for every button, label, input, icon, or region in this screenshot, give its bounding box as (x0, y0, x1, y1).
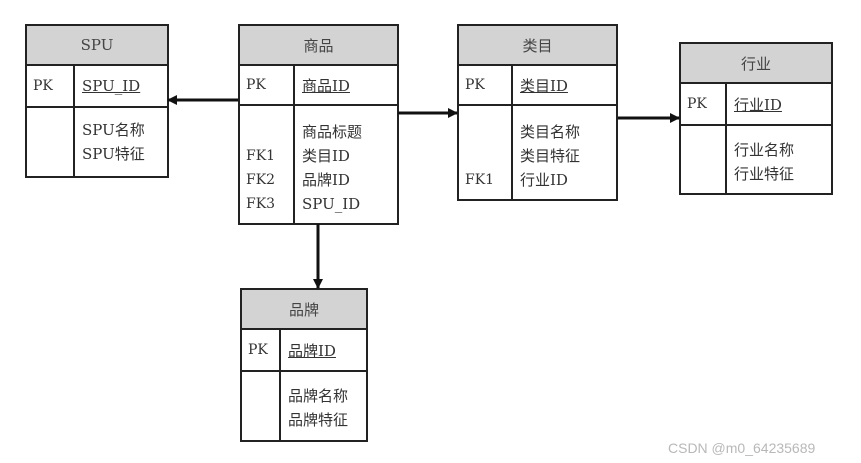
attribute-field: SPU_ID (302, 195, 361, 213)
pk-field-name: SPU_ID (82, 77, 141, 95)
entity-title: SPU (27, 26, 167, 66)
pk-field-name: 品牌ID (288, 341, 336, 360)
pk-field-name: 行业ID (734, 95, 782, 114)
field-column: 品牌名称品牌特征 (281, 372, 348, 440)
foreign-key-label: FK1 (465, 172, 495, 188)
primary-key-row: PK 行业ID (681, 84, 831, 126)
pk-field: SPU_ID (75, 66, 140, 106)
pk-field-name: 商品ID (302, 76, 350, 95)
attribute-field: 品牌ID (302, 171, 350, 189)
pk-label: PK (681, 84, 727, 124)
attribute-field: SPU特征 (82, 145, 145, 163)
entity-title: 商品 (240, 26, 397, 66)
watermark: CSDN @m0_64235689 (668, 440, 816, 456)
primary-key-row: PK 品牌ID (242, 330, 366, 372)
key-column (27, 108, 75, 176)
pk-label: PK (459, 66, 513, 104)
foreign-key-label: FK3 (246, 196, 276, 212)
pk-field: 行业ID (727, 84, 782, 124)
attribute-field: 行业ID (520, 171, 568, 189)
field-column: 行业名称行业特征 (727, 126, 794, 193)
attribute-field: SPU名称 (82, 121, 145, 139)
field-column: 类目名称类目特征行业ID (513, 106, 580, 199)
pk-field: 品牌ID (281, 330, 336, 370)
foreign-key-label: FK1 (246, 148, 276, 164)
pk-label: PK (242, 330, 281, 370)
attribute-field: 类目名称 (520, 123, 581, 141)
attribute-field: 行业名称 (734, 141, 795, 159)
attribute-field: 类目ID (302, 147, 350, 165)
entity-title: 行业 (681, 44, 831, 84)
attribute-field: 品牌名称 (288, 387, 349, 405)
attribute-field: 商品标题 (302, 123, 363, 141)
primary-key-row: PK SPU_ID (27, 66, 167, 108)
attribute-rows: SPU名称 SPU特征 (27, 108, 167, 176)
pk-label: PK (240, 66, 295, 104)
attribute-rows: 行业名称行业特征 (681, 126, 831, 193)
foreign-key-label: FK2 (246, 172, 276, 188)
attribute-field: 类目特征 (520, 147, 581, 165)
pk-field: 类目ID (513, 66, 568, 104)
primary-key-row: PK 商品ID (240, 66, 397, 106)
pk-field: 商品ID (295, 66, 350, 104)
entity-title: 品牌 (242, 290, 366, 330)
entity-title: 类目 (459, 26, 616, 66)
key-column: FK1 (459, 106, 513, 199)
attribute-field: 品牌特征 (288, 411, 349, 429)
key-column (681, 126, 727, 193)
field-column: 商品标题类目ID 品牌ID SPU_ID (295, 106, 362, 223)
attribute-field: 行业特征 (734, 165, 795, 183)
attribute-rows: FK1 类目名称类目特征行业ID (459, 106, 616, 199)
pk-label: PK (27, 66, 75, 106)
attribute-rows: 品牌名称品牌特征 (242, 372, 366, 440)
field-column: SPU名称 SPU特征 (75, 108, 145, 176)
primary-key-row: PK 类目ID (459, 66, 616, 106)
pk-field-name: 类目ID (520, 76, 568, 95)
key-column (242, 372, 281, 440)
